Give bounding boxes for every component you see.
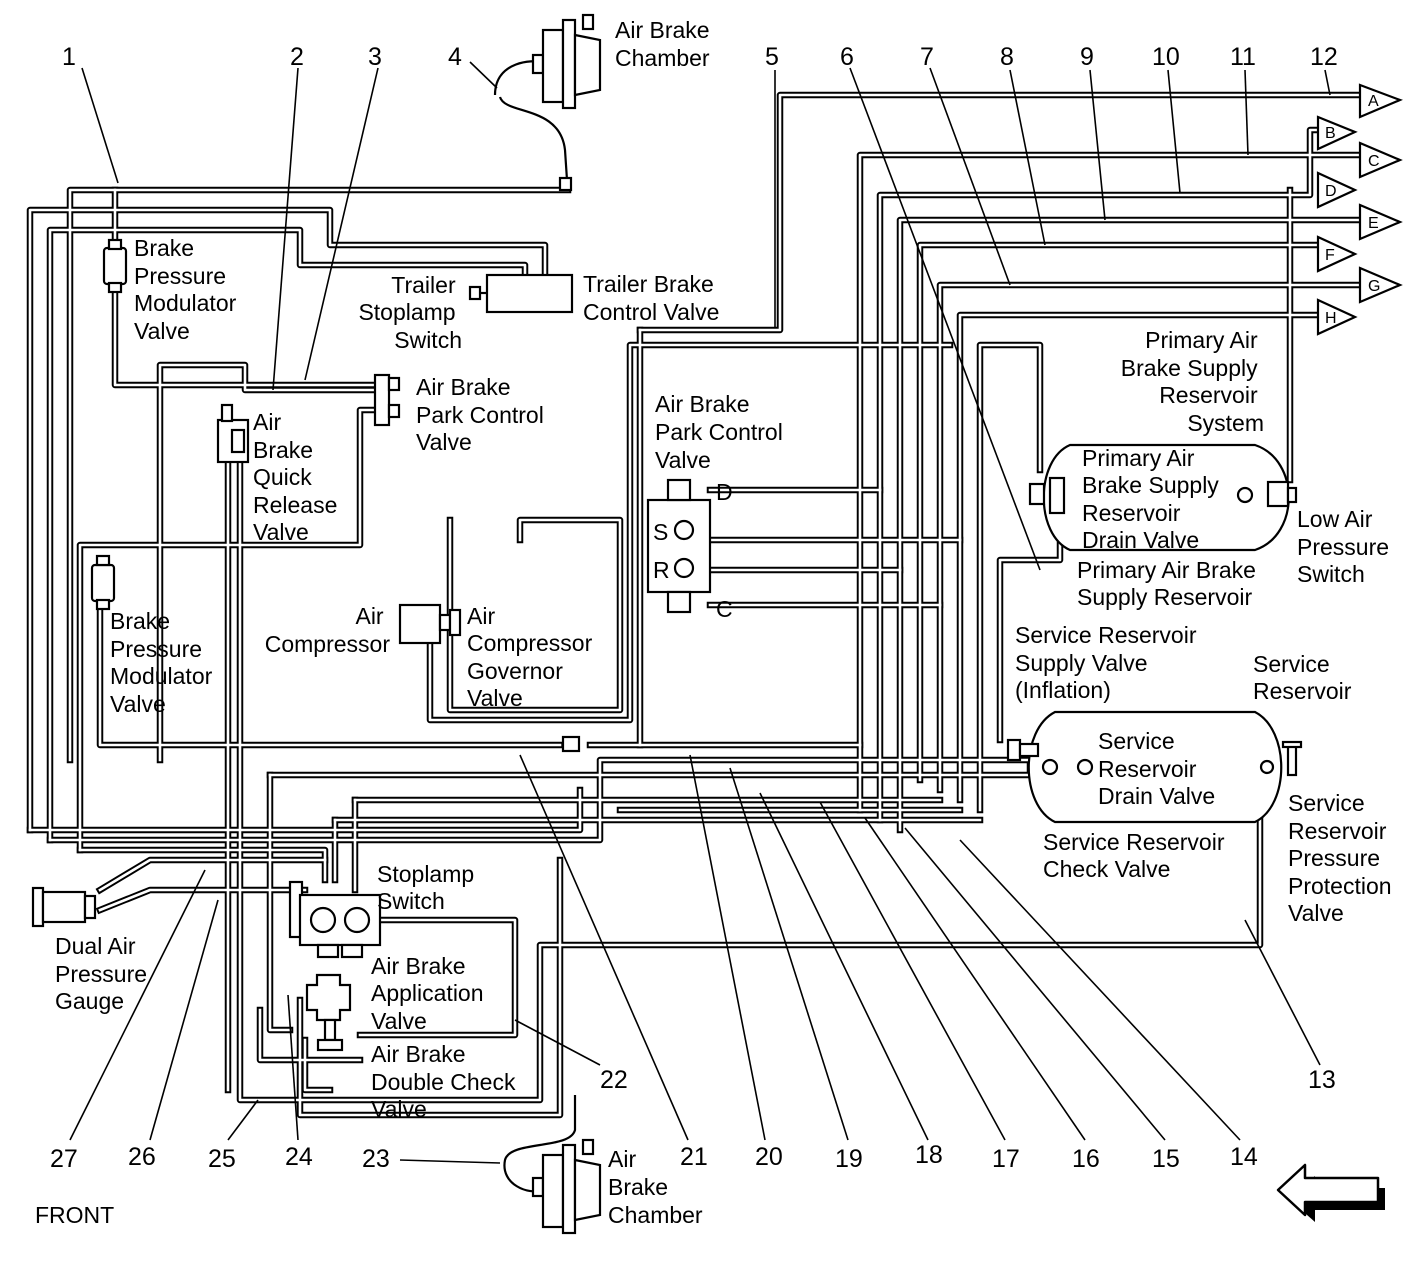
label-air-brake-double-check-valve: Air Brake Double Check Valve — [371, 1041, 522, 1122]
connector-c: C — [1368, 153, 1380, 170]
callout-12: 12 — [1310, 43, 1338, 71]
callout-1: 1 — [62, 43, 76, 71]
brake-pressure-modulator-valve-top-icon — [102, 238, 128, 294]
park-valve-port-d: D — [716, 479, 733, 505]
label-brake-pressure-modulator-valve-bottom: Brake Pressure Modulator Valve — [110, 608, 219, 717]
callout-15: 15 — [1152, 1145, 1180, 1173]
label-stoplamp-switch: Stoplamp Switch — [377, 861, 481, 914]
label-air-brake-park-control-valve-center: Air Brake Park Control Valve — [655, 391, 789, 473]
park-valve-port-r: R — [653, 557, 670, 583]
front-arrow-icon — [1276, 1163, 1385, 1222]
brake-valve-assembly-icon — [288, 735, 581, 1052]
callout-25: 25 — [208, 1145, 236, 1173]
callout-13: 13 — [1308, 1066, 1336, 1094]
label-service-reservoir-check-valve: Service Reservoir Check Valve — [1043, 829, 1231, 882]
label-service-reservoir-supply-valve: Service Reservoir Supply Valve (Inflatio… — [1015, 622, 1203, 703]
connector-d: D — [1325, 183, 1337, 200]
air-brake-park-control-valve-center-icon: S R D C — [646, 478, 733, 622]
label-service-reservoir-pressure-protection-valve: Service Reservoir Pressure Protection Va… — [1288, 790, 1398, 926]
callout-17: 17 — [992, 1145, 1020, 1173]
air-lines — [26, 91, 1364, 1119]
label-dual-air-pressure-gauge: Dual Air Pressure Gauge — [55, 933, 153, 1014]
label-service-reservoir-drain-valve: Service Reservoir Drain Valve — [1098, 728, 1215, 809]
component-labels: Air Brake Chamber Brake Pressure Modulat… — [35, 17, 1398, 1228]
air-brake-quick-release-valve-icon — [216, 403, 250, 464]
dual-air-pressure-gauge-icon — [31, 886, 97, 928]
brake-pressure-modulator-valve-bottom-icon — [90, 554, 116, 611]
callout-18: 18 — [915, 1141, 943, 1169]
air-compressor-icon — [398, 603, 462, 645]
callout-9: 9 — [1080, 43, 1094, 71]
callout-8: 8 — [1000, 43, 1014, 71]
connector-e: E — [1368, 215, 1379, 232]
callout-22: 22 — [600, 1066, 628, 1094]
connector-a: A — [1368, 93, 1379, 110]
callout-20: 20 — [755, 1143, 783, 1171]
callout-7: 7 — [920, 43, 934, 71]
park-valve-port-c: C — [716, 596, 733, 622]
callout-14: 14 — [1230, 1143, 1258, 1171]
callout-19: 19 — [835, 1145, 863, 1173]
label-service-reservoir: Service Reservoir — [1253, 651, 1352, 704]
service-reservoir-icon — [1006, 710, 1303, 824]
callout-numbers: 1 2 3 4 5 6 7 8 9 10 11 12 13 14 15 16 1… — [50, 43, 1338, 1173]
label-air-brake-quick-release-valve: Air Brake Quick Release Valve — [253, 409, 344, 545]
callout-6: 6 — [840, 43, 854, 71]
connector-triangles: A B C D E F G H — [1316, 83, 1403, 336]
primary-air-brake-supply-reservoir-icon — [1028, 443, 1298, 552]
callout-10: 10 — [1152, 43, 1180, 71]
label-air-brake-application-valve: Air Brake Application Valve — [371, 953, 490, 1034]
label-air-brake-chamber-bottom: Air Brake Chamber — [608, 1146, 703, 1228]
callout-26: 26 — [128, 1143, 156, 1171]
air-brake-chamber-bottom-icon — [503, 1095, 602, 1235]
label-trailer-brake-control-valve: Trailer Brake Control Valve — [583, 271, 720, 325]
label-air-brake-park-control-valve-left: Air Brake Park Control Valve — [416, 374, 550, 455]
label-front: FRONT — [35, 1202, 114, 1228]
callout-5: 5 — [765, 43, 779, 71]
label-primary-air-brake-supply-reservoir-drain-valve: Primary Air Brake Supply Reservoir Drain… — [1082, 445, 1225, 553]
connector-g: G — [1368, 278, 1380, 295]
air-brake-park-control-valve-left-icon — [373, 373, 401, 427]
callout-24: 24 — [285, 1143, 313, 1171]
connector-b: B — [1325, 125, 1336, 142]
park-valve-port-s: S — [653, 519, 668, 545]
callout-23: 23 — [362, 1145, 390, 1173]
label-air-compressor: Air Compressor — [265, 603, 391, 657]
trailer-brake-control-valve-icon — [468, 273, 574, 314]
callout-leaders — [69, 61, 1331, 1164]
label-air-compressor-governor-valve: Air Compressor Governor Valve — [467, 603, 599, 711]
connector-h: H — [1325, 310, 1337, 327]
callout-3: 3 — [368, 43, 382, 71]
callout-27: 27 — [50, 1145, 78, 1173]
air-brake-chamber-top-icon — [493, 13, 602, 192]
callout-21: 21 — [680, 1143, 708, 1171]
label-trailer-stoplamp-switch: Trailer Stoplamp Switch — [358, 272, 462, 353]
callout-16: 16 — [1072, 1145, 1100, 1173]
label-low-air-pressure-switch: Low Air Pressure Switch — [1297, 506, 1395, 587]
callout-2: 2 — [290, 43, 304, 71]
label-primary-air-brake-supply-reservoir: Primary Air Brake Supply Reservoir — [1077, 557, 1262, 610]
connector-f: F — [1325, 247, 1335, 264]
label-brake-pressure-modulator-valve-top: Brake Pressure Modulator Valve — [134, 235, 243, 344]
callout-4: 4 — [448, 43, 462, 71]
label-air-brake-chamber-top: Air Brake Chamber — [615, 17, 716, 71]
callout-11: 11 — [1230, 43, 1256, 71]
label-primary-air-brake-supply-reservoir-system: Primary Air Brake Supply Reservoir Syste… — [1121, 327, 1264, 436]
